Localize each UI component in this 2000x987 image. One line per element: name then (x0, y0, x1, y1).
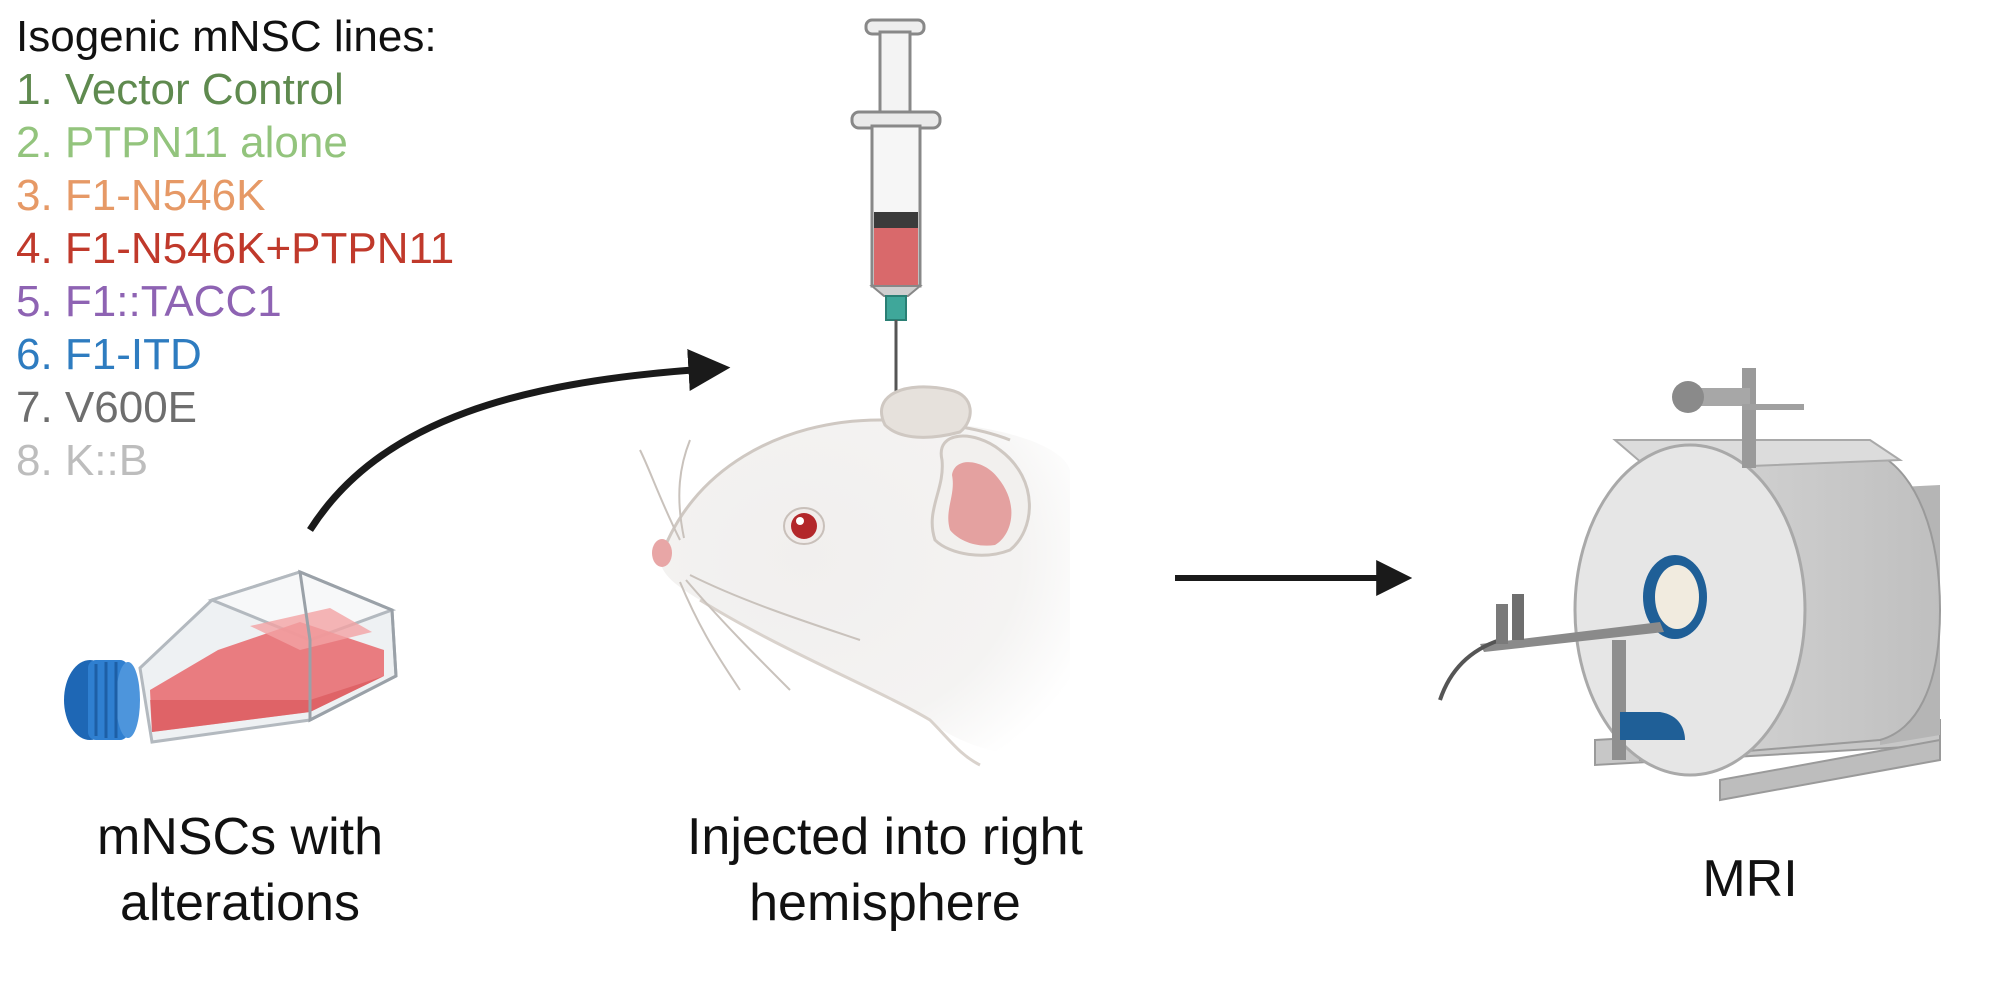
curved-arrow (307, 349, 731, 532)
mouse-icon (639, 385, 1070, 767)
flask-caption-line-2: alterations (120, 874, 360, 932)
legend-item-v600e: 7. V600E (16, 383, 198, 432)
legend-item-f1-tacc1: 5. F1::TACC1 (16, 277, 282, 326)
cell-line-legend: Isogenic mNSC lines: 1. Vector Control 2… (16, 10, 454, 487)
flask-caption: mNSCs with alterations (40, 804, 440, 936)
mri-scanner-icon (1438, 368, 1942, 802)
legend-title: Isogenic mNSC lines: (16, 12, 437, 61)
legend-item-f1-n546k: 3. F1-N546K (16, 171, 266, 220)
mri-caption: MRI (1702, 850, 1798, 908)
legend-item-vector-control: 1. Vector Control (16, 65, 344, 114)
syringe-icon (850, 18, 942, 392)
legend-item-ptpn11-alone: 2. PTPN11 alone (16, 118, 348, 167)
flask-caption-line-1: mNSCs with (96, 808, 384, 866)
legend-item-k-b: 8. K::B (16, 436, 149, 485)
legend-item-f1-itd: 6. F1-ITD (16, 330, 202, 379)
mouse-caption-line-2: hemisphere (749, 874, 1021, 932)
cell-culture-flask-icon (64, 569, 398, 744)
mouse-caption-line-1: Injected into right (686, 808, 1084, 866)
legend-item-f1-n546k-ptpn11: 4. F1-N546K+PTPN11 (16, 224, 455, 273)
mouse-caption: Injected into right hemisphere (620, 804, 1150, 936)
